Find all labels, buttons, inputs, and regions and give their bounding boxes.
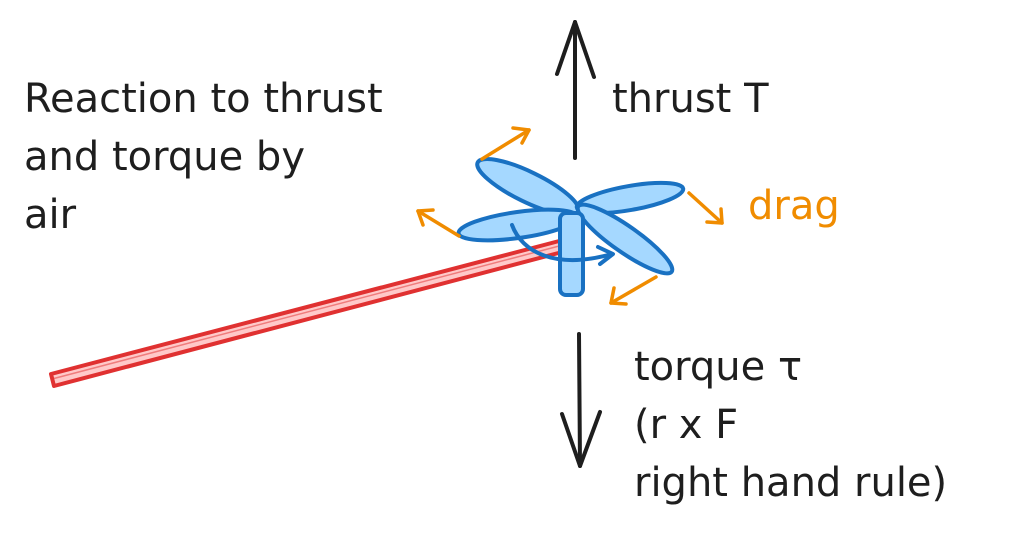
propeller [456,156,686,297]
torque-line-2: (r x F [634,402,739,448]
torque-line-3: right hand rule) [634,460,948,506]
propeller-hub [558,211,585,297]
torque-label: torque τ (r x F right hand rule) [634,338,947,512]
reaction-line-3: air [24,192,77,238]
rotation-arrow [510,223,615,266]
torque-arrow [560,332,602,468]
drag-arrow-bottom [609,275,658,306]
blade-lower-right [575,202,675,276]
drag-arrow-right [687,191,724,225]
thrust-arrow [555,20,596,160]
thrust-label: thrust T [612,76,769,122]
drag-arrow-left [416,208,461,238]
shaft [49,238,568,388]
drag-arrows [416,126,724,306]
drag-label: drag [748,183,840,229]
drag-arrow-top [480,126,531,161]
reaction-label: Reaction to thrust and torque by air [24,70,383,244]
reaction-line-2: and torque by [24,134,305,180]
reaction-line-1: Reaction to thrust [24,76,383,122]
torque-line-1: torque τ [634,344,803,390]
